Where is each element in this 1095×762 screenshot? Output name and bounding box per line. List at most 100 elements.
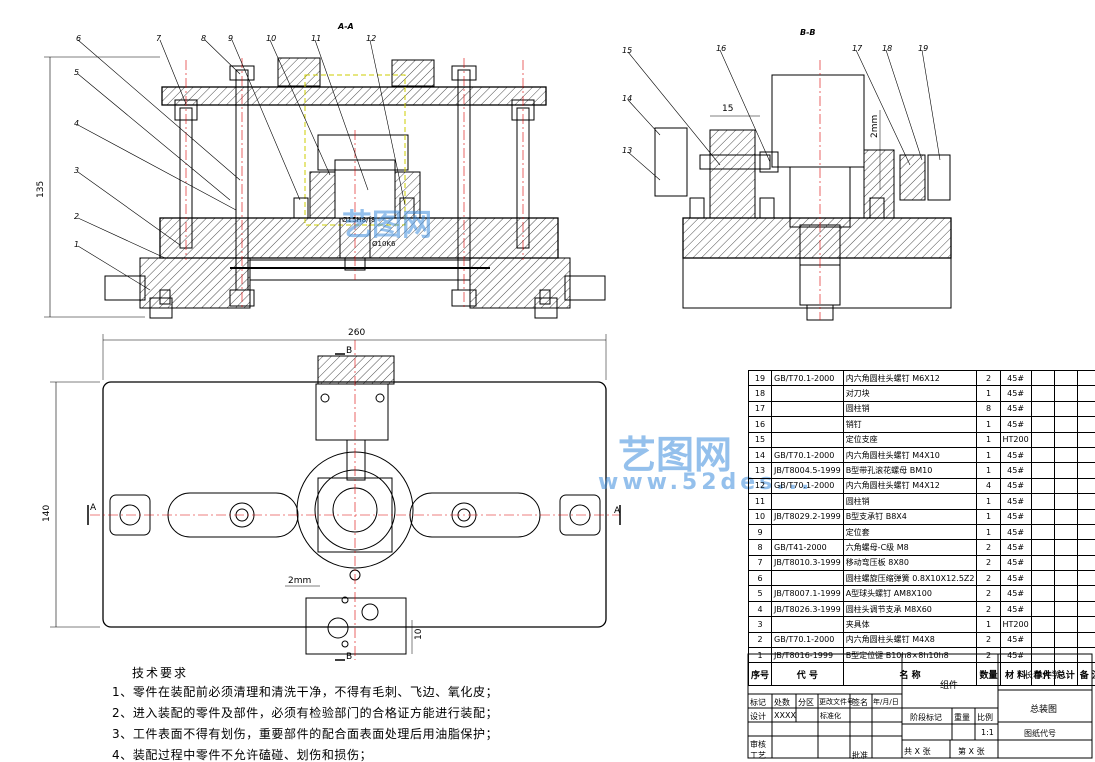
tb-weight-label: 重量 (954, 713, 970, 722)
bom-cell-empty (1030, 416, 1055, 433)
bom-cell-empty (1030, 554, 1055, 572)
bom-cell-empty (1076, 600, 1095, 618)
bom-cell-empty (1053, 554, 1078, 572)
bom-cell-name: B型支承钉 B8X4 (842, 508, 978, 525)
bom-cell-empty (1030, 631, 1055, 649)
tb-partition: 分区 (798, 698, 814, 707)
bom-cell-name: 对刀块 (842, 385, 978, 402)
note-item-3: 3、工件表面不得有划伤，重要部件的配合面表面处理后用油脂保护； (112, 727, 499, 741)
tb-group: 组件 (940, 681, 959, 691)
bom-header-no: 序号 (747, 662, 773, 687)
tb-sign: 签名 (852, 698, 868, 707)
bom-cell-empty (1076, 431, 1095, 448)
bom-cell-qty: 1 (976, 616, 1001, 633)
bom-header: 序号 代 号 名 称 数量 材 料 单件 总计 备 注 (747, 662, 1095, 687)
bom-cell-no: 12 (747, 477, 773, 495)
bom-cell-no: 5 (747, 585, 773, 602)
bom-cell-code (771, 385, 844, 402)
bom-cell-code (771, 416, 844, 433)
callout-9: 9 (228, 34, 234, 43)
bom-cell-empty (1076, 385, 1095, 402)
bom-cell-name: 圆柱销 (842, 400, 978, 418)
bom-cell-mat: 45# (999, 631, 1032, 649)
view-marker-a-left: A (90, 503, 97, 513)
watermark-brand-upper: 艺图网 (342, 208, 432, 243)
bom-cell-empty (1053, 631, 1078, 649)
callout-16: 16 (716, 44, 727, 53)
bom-cell-no: 17 (747, 400, 773, 418)
bom-cell-no: 7 (747, 554, 773, 572)
bom-header-remark: 备 注 (1076, 662, 1095, 687)
tb-approve: 批准 (852, 751, 868, 760)
technical-requirements: 技术要求 1、零件在装配前必须清理和清洗干净，不得有毛刺、飞边、氧化皮； 2、进… (112, 664, 582, 762)
tb-drawing-code: 图纸代号 (1024, 729, 1056, 738)
bom-cell-empty (1030, 431, 1055, 448)
bom-cell-empty (1053, 493, 1078, 510)
bom-cell-code: GB/T70.1-2000 (771, 369, 844, 387)
tb-date: 年/月/日 (873, 698, 899, 706)
bom-cell-mat: 45# (999, 385, 1032, 402)
bom-cell-empty (1076, 647, 1095, 664)
bom-cell-qty: 1 (976, 431, 1001, 448)
bom-cell-qty: 1 (976, 493, 1001, 510)
callout-5: 5 (74, 68, 80, 77)
bom-cell-no: 19 (747, 369, 773, 387)
bom-cell-empty (1076, 554, 1095, 572)
bom-cell-empty (1030, 385, 1055, 402)
bom-cell-code: JB/T8004.5-1999 (771, 462, 844, 479)
section-label-aa: A-A (338, 22, 354, 31)
bom-cell-empty (1030, 523, 1055, 541)
callout-2: 2 (74, 212, 80, 221)
bom-cell-mat: HT200 (999, 431, 1032, 448)
bom-cell-empty (1076, 462, 1095, 479)
bom-cell-name: A型球头螺钉 AM8X100 (842, 585, 978, 602)
bom-cell-empty (1076, 539, 1095, 556)
view-marker-b-bottom: B (346, 652, 353, 662)
bom-cell-no: 16 (747, 416, 773, 433)
bom-cell-no: 2 (747, 631, 773, 649)
bom-cell-empty (1053, 585, 1078, 602)
bom-cell-empty (1053, 539, 1078, 556)
callout-10: 10 (266, 34, 277, 43)
bom-cell-empty (1053, 616, 1078, 633)
bom-cell-empty (1076, 585, 1095, 602)
dimension-2mm-side: 2mm (870, 114, 880, 138)
bom-cell-mat: 45# (999, 647, 1032, 664)
bom-cell-empty (1053, 600, 1078, 618)
dimension-2mm-plan: 2mm (288, 576, 312, 586)
callout-1: 1 (74, 240, 80, 249)
bom-cell-qty: 2 (976, 631, 1001, 649)
bom-cell-empty (1030, 477, 1055, 495)
bom-cell-name: 圆柱销 (842, 493, 978, 510)
bom-cell-no: 4 (747, 600, 773, 618)
dimension-140: 140 (42, 504, 52, 522)
bom-cell-mat: 45# (999, 400, 1032, 418)
bom-cell-empty (1076, 616, 1095, 633)
dimension-135: 135 (36, 180, 46, 198)
title-block-frame (747, 653, 1093, 759)
bom-cell-empty (1053, 416, 1078, 433)
tb-count: 处数 (774, 698, 790, 707)
bom-header-total-weight: 总计 (1053, 662, 1078, 687)
bom-cell-name: B型定位键 B10h8×8h10h8 (842, 647, 978, 664)
callout-12: 12 (366, 34, 377, 43)
bom-cell-code: GB/T41-2000 (771, 539, 844, 556)
tb-sheets: 共 X 张 (904, 747, 931, 756)
bom-header-mat: 材 料 (999, 662, 1032, 687)
fit-k6: Ø10K6 (372, 240, 396, 248)
bom-cell-code: GB/T70.1-2000 (771, 631, 844, 649)
callout-18: 18 (882, 44, 893, 53)
bom-cell-qty: 2 (976, 539, 1001, 556)
bom-cell-name: 内六角圆柱头螺钉 M4X8 (842, 631, 978, 649)
bom-cell-empty (1076, 631, 1095, 649)
bom-cell-code (771, 570, 844, 587)
bom-cell-no: 1 (747, 647, 773, 664)
bom-cell-empty (1076, 508, 1095, 525)
watermark-brand-center: 艺图网 (618, 433, 733, 477)
fit-phi15: Ø15H8/f8 (342, 216, 376, 224)
